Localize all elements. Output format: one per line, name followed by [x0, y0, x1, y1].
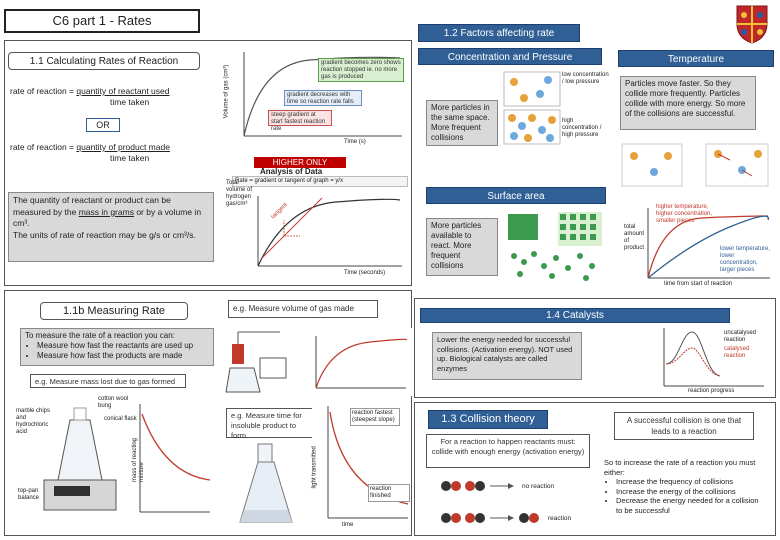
or-box: OR	[86, 118, 120, 132]
note-gradient-decreases: gradient decreases with time so reaction…	[284, 90, 362, 106]
rate-formula-reactant: rate of reaction = quantity of reactant …	[10, 86, 210, 97]
header-surface-area: Surface area	[426, 187, 606, 204]
page-title: C6 part 1 - Rates	[52, 13, 152, 28]
measuring-intro-box: To measure the rate of a reaction you ca…	[20, 328, 214, 366]
units-info-box: The quantity of reactant or product can …	[8, 192, 214, 262]
eg-mass-label: e.g. Measure mass lost due to gas formed	[30, 374, 186, 388]
time-graph-xlabel: time	[342, 522, 354, 528]
measuring-bullet-1: Measure how fast the reactants are used …	[37, 341, 209, 351]
formula1-lhs: rate of reaction =	[10, 86, 77, 96]
increase-rate-intro: So to increase the rate of a reaction yo…	[604, 458, 756, 477]
mass-loss-apparatus: marble chips and hydrochloric acid cotto…	[14, 394, 214, 530]
sa-note-fast: higher temperature, higher concentration…	[656, 204, 713, 224]
mass-label-bung: cotton wool bung	[98, 396, 129, 409]
formula1-denominator: time taken	[110, 97, 150, 107]
analysis-xlabel: Time (seconds)	[344, 270, 386, 276]
catalyst-legend-catalysed: catalysed reaction	[724, 346, 750, 359]
increase-bullet-2: Increase the energy of the collisions	[616, 487, 766, 497]
temperature-text: Particles move faster. So they collide m…	[620, 76, 756, 130]
insoluble-product-apparatus	[226, 440, 306, 532]
header-measuring-rate: 1.1b Measuring Rate	[40, 302, 188, 320]
analysis-sub-text: Rate = gradient or tangent of graph	[235, 178, 329, 184]
formula1-numerator: quantity of reactant used	[76, 86, 170, 96]
concentration-diagram: low concentration / low pressure high co…	[500, 68, 610, 148]
reaction-label: reaction	[548, 515, 572, 522]
successful-collision-box: A successful collision is one that leads…	[614, 412, 754, 440]
increase-bullet-3: Decrease the energy needed for a collisi…	[616, 496, 766, 515]
concentration-label-low: low concentration / low pressure	[562, 72, 609, 85]
analysis-formula: = y/x	[330, 178, 344, 184]
no-reaction-label: no reaction	[522, 483, 555, 490]
header-temperature: Temperature	[618, 50, 774, 67]
measuring-intro: To measure the rate of a reaction you ca…	[25, 331, 175, 340]
analysis-title: Analysis of Data	[260, 167, 323, 176]
time-note-finished: reaction finished	[368, 484, 410, 502]
analysis-ylabel: Total volume of hydrogen gas/cm³	[226, 180, 253, 207]
increase-rate-box: So to increase the rate of a reaction yo…	[600, 456, 770, 522]
rate-formula-product: rate of reaction = quantity of product m…	[10, 142, 210, 153]
analysis-subtitle: Rate = gradient or tangent of graph = y/…	[232, 176, 408, 187]
header-catalysts: 1.4 Catalysts	[420, 308, 730, 323]
mass-label-marble: marble chips and hydrochloric acid	[16, 408, 51, 435]
mass-label-balance: top-pan balance	[18, 488, 40, 501]
higher-only-badge: HIGHER ONLY	[254, 157, 346, 168]
collision-intro: For a reaction to happen reactants must:…	[426, 434, 590, 468]
concentration-label-high: high concentration / high pressure	[562, 118, 602, 138]
sa-graph-ylabel: total amount of product	[624, 224, 645, 251]
or-label: OR	[96, 120, 110, 130]
formula2-denominator: time taken	[110, 153, 150, 163]
volume-graph-xlabel: Time (s)	[344, 139, 366, 145]
analysis-graph: Analysis of Data Rate = gradient or tang…	[226, 167, 408, 280]
surface-area-diagram	[502, 208, 612, 284]
temperature-diagram	[618, 140, 774, 190]
surface-area-text: More particles available to react. More …	[426, 218, 498, 276]
surface-area-graph: total amount of product time from start …	[622, 202, 774, 290]
collision-diagram: no reaction reaction	[436, 472, 596, 532]
sa-graph-xlabel: time from start of reaction	[664, 281, 733, 287]
eg-gas-label: e.g. Measure volume of gas made	[228, 300, 378, 318]
catalysts-text: Lower the energy needed for successful c…	[432, 332, 582, 380]
header-factors: 1.2 Factors affecting rate	[418, 24, 580, 42]
catalyst-energy-profile: uncatalysed reaction catalysed reaction …	[658, 324, 770, 396]
note-gradient-zero: gradient becomes zero shows reaction sto…	[318, 58, 404, 82]
units-para-2: or by a volume in cm³.	[13, 206, 202, 229]
volume-time-graph: Volume of gas (cm³) Time (s) gradient be…	[220, 44, 410, 148]
time-graph-ylabel: light transmitted	[311, 446, 318, 489]
units-para-mass: mass in grams	[78, 206, 134, 217]
note-steep-gradient: steep gradient at start fastest reaction…	[268, 110, 332, 132]
light-transmitted-graph: light transmitted reaction fastest (stee…	[312, 400, 410, 532]
time-note-fastest: reaction fastest (steepest slope)	[350, 408, 400, 426]
header-concentration: Concentration and Pressure	[418, 48, 602, 65]
measuring-bullet-2: Measure how fast the products are made	[37, 351, 209, 361]
units-para-3: The units of rate of reaction may be g/s…	[13, 229, 196, 240]
eg-time-label: e.g. Measure time for insoluble product …	[226, 408, 316, 440]
mass-graph-ylabel: mass of reacting mixture	[132, 437, 145, 482]
formula2-lhs: rate of reaction =	[10, 142, 77, 152]
catalyst-legend-uncatalysed: uncatalysed reaction	[724, 330, 757, 343]
header-calculating-rates: 1.1 Calculating Rates of Reaction	[8, 52, 200, 70]
header-collision-theory: 1.3 Collision theory	[428, 410, 548, 429]
catalyst-xlabel: reaction progress	[688, 388, 735, 394]
sa-note-slow: lower temperature, lower concentration, …	[720, 246, 771, 273]
units-para-1: The quantity of reactant or product can …	[13, 195, 171, 217]
title-box: C6 part 1 - Rates	[4, 9, 200, 33]
formula2-numerator: quantity of product made	[76, 142, 170, 152]
gas-syringe-apparatus	[220, 328, 412, 396]
increase-bullet-1: Increase the frequency of collisions	[616, 477, 766, 487]
school-crest-icon	[735, 4, 769, 44]
mass-label-flask: conical flask	[104, 416, 137, 422]
concentration-text: More particles in the same space. More f…	[426, 100, 498, 146]
volume-graph-ylabel: Volume of gas (cm³)	[223, 64, 230, 119]
